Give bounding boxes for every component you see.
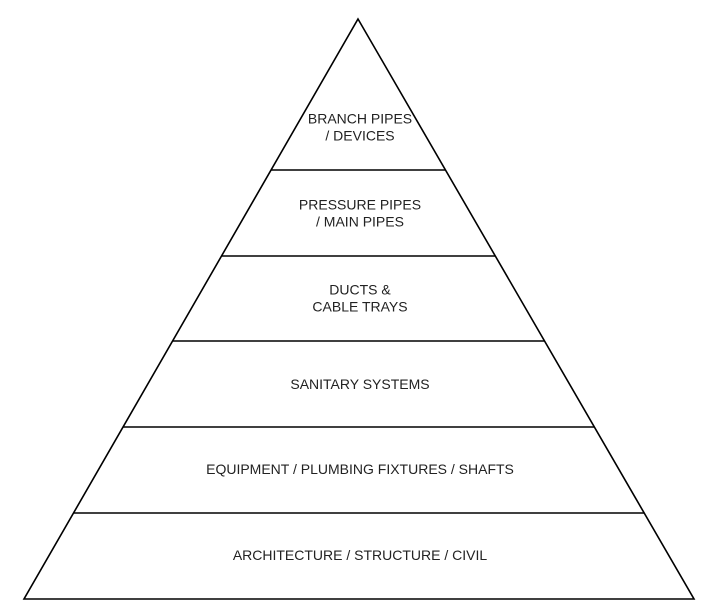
tier-label-4: SANITARY SYSTEMS	[290, 376, 429, 392]
tier-label-line: CABLE TRAYS	[312, 299, 407, 315]
tier-label-line: PRESSURE PIPES	[299, 197, 421, 213]
tier-label-line: ARCHITECTURE / STRUCTURE / CIVIL	[233, 547, 488, 563]
tier-label-line: / DEVICES	[325, 128, 394, 144]
tier-label-line: / MAIN PIPES	[316, 214, 404, 230]
tier-label-6: ARCHITECTURE / STRUCTURE / CIVIL	[233, 547, 488, 563]
tier-labels: BRANCH PIPES/ DEVICES PRESSURE PIPES/ MAI…	[206, 111, 514, 564]
tier-dividers	[73, 169, 645, 514]
tier-label-3: DUCTS &CABLE TRAYS	[312, 282, 407, 315]
pyramid-outline	[22, 17, 696, 600]
tier-label-1: BRANCH PIPES/ DEVICES	[308, 111, 412, 144]
tier-label-2: PRESSURE PIPES/ MAIN PIPES	[299, 197, 421, 230]
tier-label-line: BRANCH PIPES	[308, 111, 412, 127]
tier-label-5: EQUIPMENT / PLUMBING FIXTURES / SHAFTS	[206, 461, 514, 477]
tier-label-line: SANITARY SYSTEMS	[290, 376, 429, 392]
tier-label-line: EQUIPMENT / PLUMBING FIXTURES / SHAFTS	[206, 461, 514, 477]
tier-label-line: DUCTS &	[329, 282, 391, 298]
